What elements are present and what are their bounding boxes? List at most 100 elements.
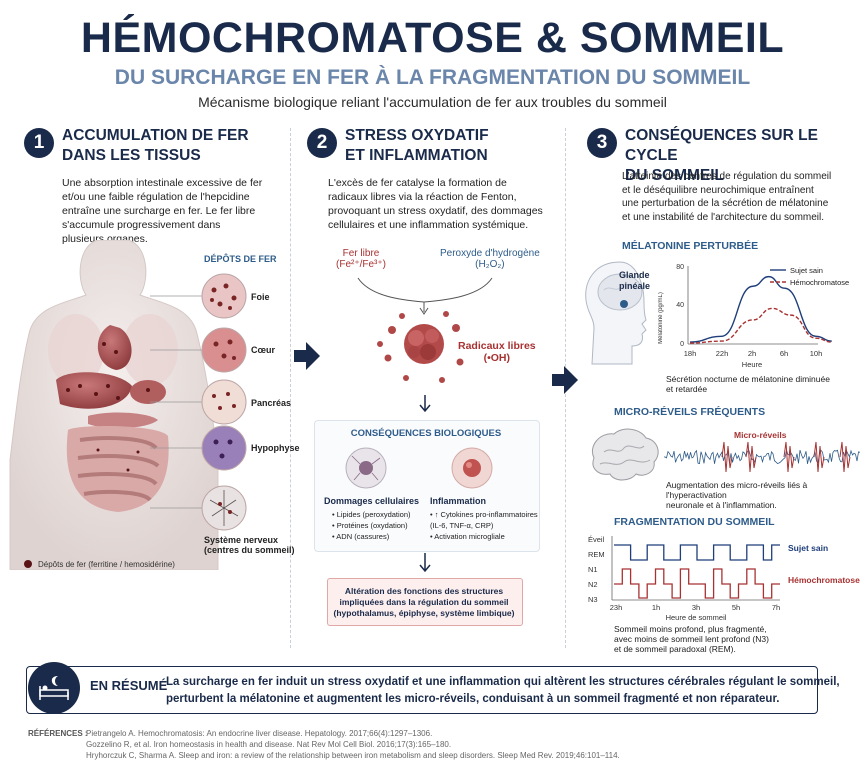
melatonin-note-line2: et retardée: [666, 384, 708, 394]
col2-text-line: cellulaires et une inflammation systémiq…: [328, 219, 529, 231]
summary-text: La surcharge en fer induit un stress oxy…: [166, 674, 840, 708]
damage-title: Dommages cellulaires: [324, 496, 420, 506]
col2-text-line: radicaux libres via la réaction de Fento…: [328, 191, 517, 203]
col3-heading: CONSÉQUENCES SUR LE CYCLE DU SOMMEIL: [625, 126, 865, 186]
col1-heading: ACCUMULATION DE FER DANS LES TISSUS: [62, 126, 249, 166]
melatonin-note: Sécrétion nocturne de mélatonine diminué…: [666, 374, 830, 394]
damage-item: • Lipides (peroxydation): [332, 510, 411, 519]
consequences-box: [314, 420, 540, 552]
pineal-label-line1: Glande: [619, 270, 650, 280]
microarousal-title: MICRO-RÉVEILS FRÉQUENTS: [614, 406, 766, 418]
mel-xtick: 6h: [780, 349, 788, 358]
peroxide-formula: (H₂O₂): [475, 259, 505, 270]
inflammation-list: • ↑ Cytokines pro-inflammatoires (IL-6, …: [430, 509, 538, 542]
reference-item: Gozzelino R, et al. Iron homeostasis in …: [86, 740, 452, 749]
eeg-trace: [664, 441, 860, 473]
arrow-right-icon-2: [552, 366, 578, 394]
heart-circle: [201, 327, 247, 373]
microarousal-spike: [839, 441, 851, 473]
mel-legend-hemo: Hémochromatose: [790, 278, 849, 287]
pituitary-circle: [201, 425, 247, 471]
mel-ytick: 80: [676, 264, 684, 271]
col3-text: L'atteinte des centres de régulation du …: [622, 170, 858, 224]
inflammation-title: Inflammation: [430, 496, 487, 506]
col3-text-line: une perturbation de la sécrétion de méla…: [622, 198, 829, 209]
col3-text-line: et le déséquilibre neurochimique entraîn…: [622, 184, 814, 196]
melatonin-title: MÉLATONINE PERTURBÉE: [622, 240, 759, 252]
col1-heading-line2: DANS LES TISSUS: [62, 147, 201, 164]
head-profile-illustration: [585, 261, 647, 365]
frag-stage: N2: [588, 580, 598, 589]
inflammation-item: • ↑ Cytokines pro-inflammatoires: [430, 510, 538, 519]
col2-heading-line1: STRESS OXYDATIF: [345, 127, 489, 144]
reference-item: Pietrangelo A. Hemochromatosis: An endoc…: [86, 729, 433, 738]
col1-text-line: et/ou une faible régulation de l'hepcidi…: [62, 191, 250, 203]
microarousal-spike: [745, 441, 757, 473]
col3-text-line: et une instabilité de l'architecture du …: [622, 211, 825, 223]
free-iron-label: Fer libre (Fe²⁺/Fe³⁺): [336, 248, 386, 270]
references-label: RÉFÉRENCES :: [28, 729, 88, 738]
summary-line: La surcharge en fer induit un stress oxy…: [166, 676, 840, 688]
organ-label-nervous-line2: (centres du sommeil): [204, 545, 295, 555]
col1-text-line: Une absorption intestinale excessive de …: [62, 177, 263, 189]
fragmentation-chart: Éveil REM N1 N2 N3 23h 1h 3h 5h 7h Heure…: [588, 535, 860, 622]
mel-ytick: 0: [680, 341, 684, 348]
frag-stage: REM: [588, 550, 605, 559]
free-iron-text: Fer libre: [342, 248, 380, 259]
radicals-formula: (•OH): [483, 352, 511, 364]
step-number-3: 3: [587, 128, 617, 158]
fragmentation-note-line: avec moins de sommeil lent profond (N3): [614, 634, 769, 644]
alteration-box: [327, 578, 523, 626]
fragmentation-note-line: Sommeil moins profond, plus fragmenté,: [614, 624, 767, 634]
summary-badge: [28, 662, 80, 714]
frag-xtick: 23h: [610, 603, 623, 612]
liver-circle: [201, 273, 247, 319]
organ-label-heart: Cœur: [251, 345, 275, 355]
peroxide-text: Peroxyde d'hydrogène: [440, 248, 540, 259]
arrow-down-icon-2: [419, 553, 431, 573]
microarousal-label: Micro-réveils: [734, 430, 787, 440]
inflammation-item: • Activation microgliale: [430, 532, 505, 541]
col2-heading: STRESS OXYDATIF ET INFLAMMATION: [345, 126, 489, 166]
radicals-label: Radicaux libres (•OH): [458, 340, 536, 364]
mel-xtick: 10h: [810, 349, 823, 358]
fragmentation-note: Sommeil moins profond, plus fragmenté, a…: [614, 624, 769, 654]
step-number-2: 2: [307, 128, 337, 158]
bed-moon-icon: [39, 676, 69, 700]
organ-callouts: [150, 273, 247, 531]
fragmentation-title: FRAGMENTATION DU SOMMEIL: [614, 516, 775, 528]
col2-text-line: provoquant un stress oxydatif, des domma…: [328, 205, 543, 217]
frag-stage: Éveil: [588, 535, 605, 544]
damage-item: • Protéines (oxydation): [332, 521, 408, 530]
frag-line-healthy: [614, 544, 780, 561]
melatonin-ylabel: Mélatonine (pg/mL): [658, 292, 664, 344]
frag-xlabel: Heure de sommeil: [666, 613, 727, 622]
frag-xtick: 3h: [692, 603, 700, 612]
free-iron-formula: (Fe²⁺/Fe³⁺): [336, 259, 386, 270]
mel-xtick: 2h: [748, 349, 756, 358]
frag-stage: N1: [588, 565, 598, 574]
arrow-down-icon: [419, 395, 431, 413]
eeg-line: [664, 448, 860, 465]
microarousal-spike: [813, 441, 825, 473]
inflammation-cell-icon: [451, 447, 493, 489]
microarousal-note-line1: Augmentation des micro-réveils liés à l'…: [666, 480, 808, 500]
deposits-title: DÉPÔTS DE FER: [204, 254, 277, 264]
col1-text-line: s'accumule progressivement dans: [62, 219, 221, 231]
alteration-line: (hypothalamus, épiphyse, système limbiqu…: [333, 608, 515, 618]
organ-label-pancreas: Pancréas: [251, 398, 292, 408]
free-radical-cluster: [377, 311, 464, 383]
col3-heading-line2: DU SOMMEIL: [625, 167, 725, 184]
radicals-text: Radicaux libres: [458, 340, 536, 352]
mel-xtick: 18h: [684, 349, 697, 358]
consequences-title: CONSÉQUENCES BIOLOGIQUES: [350, 428, 502, 439]
fragmentation-note-line: et de sommeil paradoxal (REM).: [614, 644, 736, 654]
mel-xtick: 22h: [716, 349, 729, 358]
frag-xtick: 7h: [772, 603, 780, 612]
col2-heading-line2: ET INFLAMMATION: [345, 147, 488, 164]
organ-label-nervous-line1: Système nerveux: [204, 535, 279, 545]
iron-legend-dot: [24, 560, 32, 568]
microarousal-note: Augmentation des micro-réveils liés à l'…: [666, 480, 865, 510]
microarousal-note-line2: neuronale et à l'inflammation.: [666, 500, 777, 510]
frag-xtick: 1h: [652, 603, 660, 612]
